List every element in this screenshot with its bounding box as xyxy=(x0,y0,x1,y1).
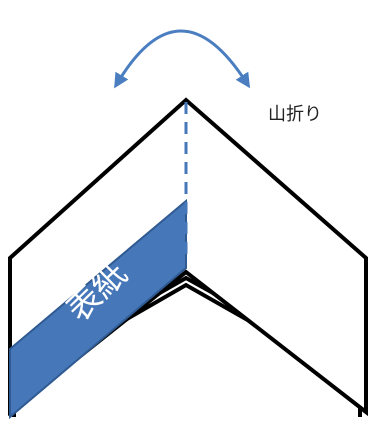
fold-label: 山折り xyxy=(268,104,322,125)
cover-strip xyxy=(9,198,187,420)
fold-direction-arrow xyxy=(114,29,251,89)
